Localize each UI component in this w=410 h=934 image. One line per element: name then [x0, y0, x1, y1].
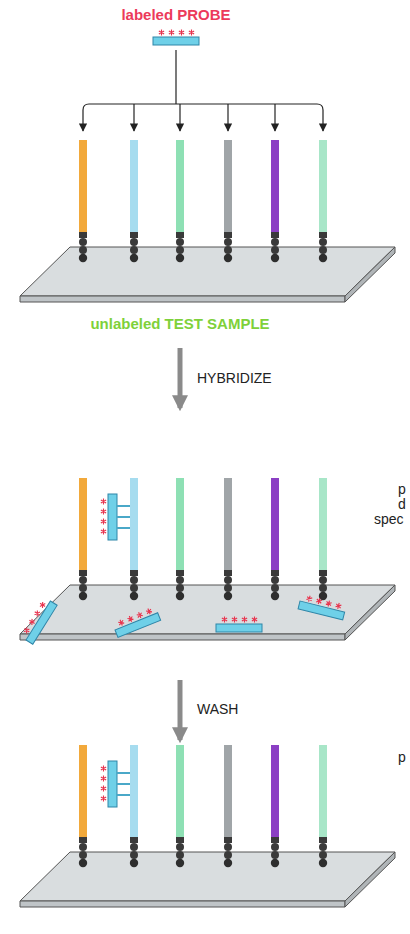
distribution-arrows [83, 50, 323, 131]
text-label: spec [374, 512, 404, 527]
microarray-slide [20, 745, 395, 907]
text-label: d [398, 497, 406, 512]
text-label: labeled PROBE [121, 7, 230, 24]
text-label: unlabeled TEST SAMPLE [90, 316, 269, 333]
text-label: p [398, 482, 406, 497]
text-label: HYBRIDIZE [197, 371, 272, 386]
step-arrow [178, 680, 183, 740]
text-label: WASH [197, 702, 238, 717]
step-arrow [178, 348, 183, 408]
microarray-slide [20, 140, 395, 302]
microarray-slide [20, 478, 395, 644]
text-label: p [398, 750, 406, 765]
labeled-probe [153, 29, 199, 45]
